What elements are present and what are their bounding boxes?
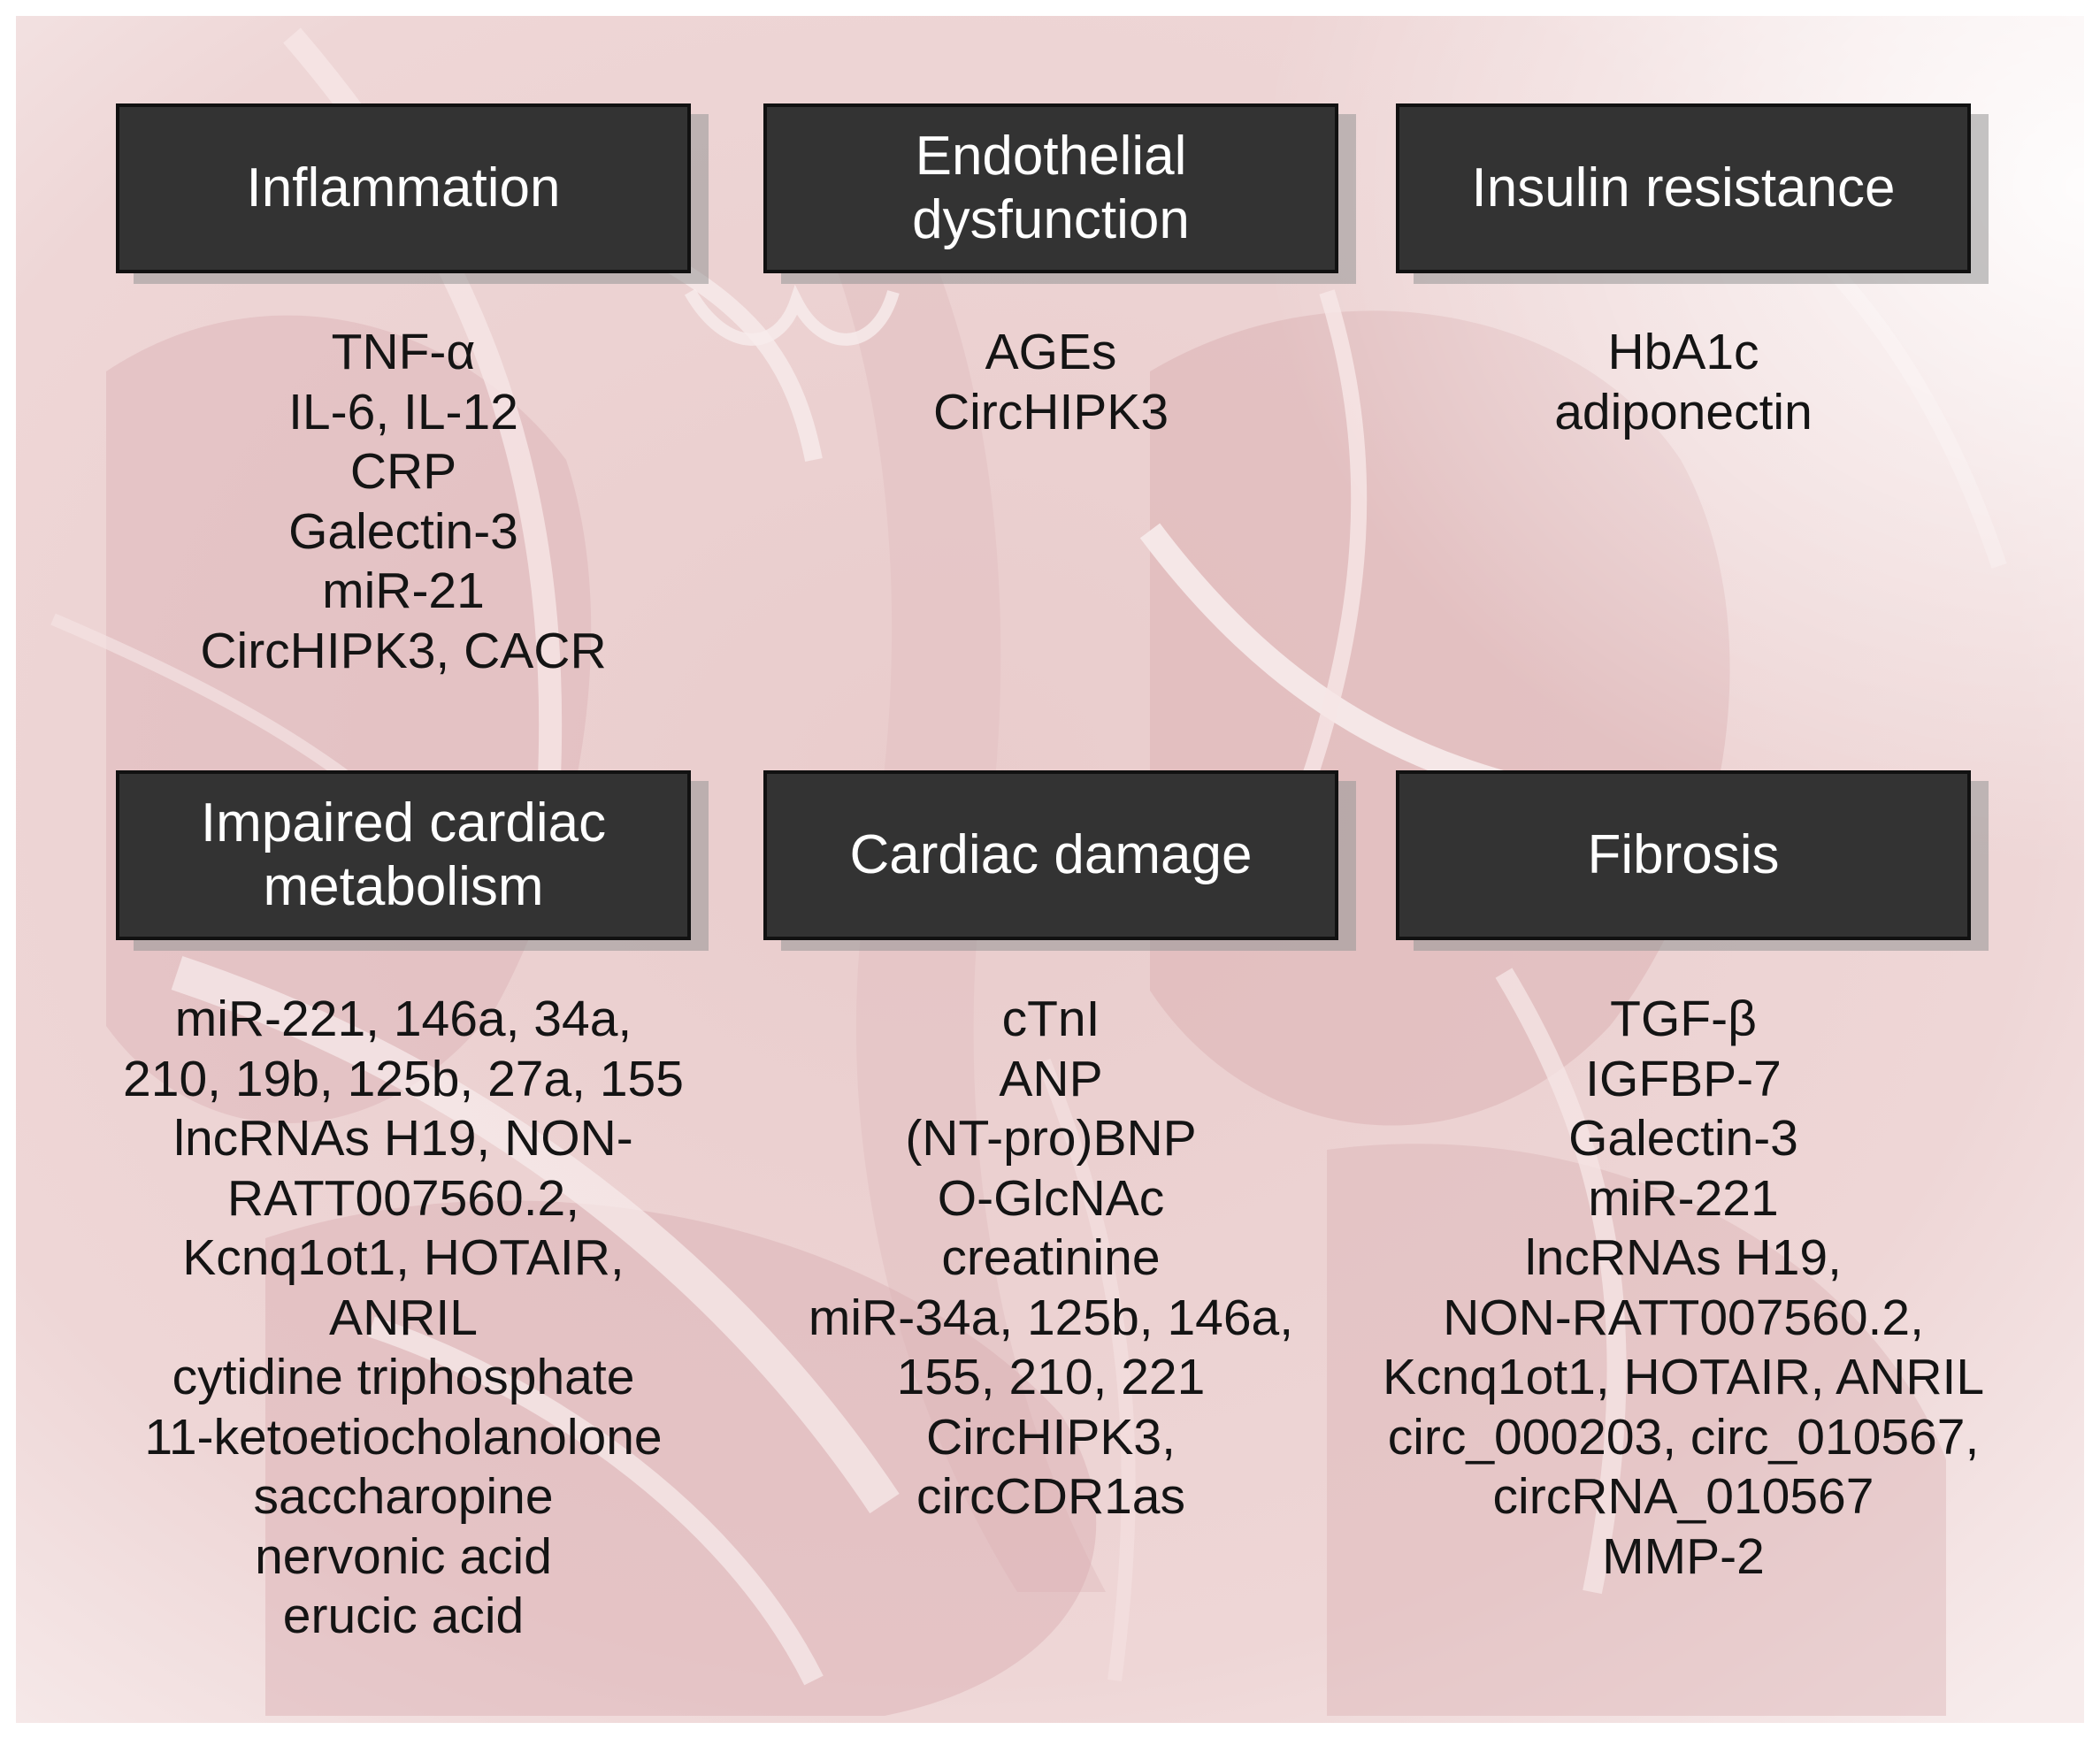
marker-item: Galectin-3 [288, 502, 518, 560]
category-box-insulin-resistance: Insulin resistance [1396, 103, 1971, 273]
marker-list-endothelial-dysfunction: AGEs CircHIPK3 [763, 323, 1338, 442]
marker-item: TGF-β [1610, 991, 1757, 1047]
marker-list-fibrosis: TGF-β IGFBP-7 Galectin-3 miR-221 lncRNAs… [1383, 990, 1984, 1587]
marker-list-inflammation: TNF-α IL-6, IL-12 CRP Galectin-3 miR-21 … [116, 323, 691, 681]
category-title-endothelial-dysfunction: Endothelial dysfunction [912, 126, 1190, 250]
marker-item: ANRIL [329, 1289, 478, 1346]
marker-item: Kcnq1ot1, HOTAIR, ANRIL [1382, 1349, 1985, 1405]
marker-item: Kcnq1ot1, HOTAIR, [182, 1229, 625, 1286]
marker-item: IGFBP-7 [1585, 1050, 1782, 1107]
category-title-insulin-resistance: Insulin resistance [1471, 157, 1896, 218]
marker-item: HbA1c [1607, 324, 1759, 380]
panel-insulin-resistance: Insulin resistance HbA1c adiponectin [1396, 103, 1971, 442]
marker-item: 210, 19b, 125b, 27a, 155 [123, 1050, 684, 1107]
marker-item: O-GlcNAc [937, 1169, 1165, 1227]
marker-list-impaired-cardiac-metabolism: miR-221, 146a, 34a, 210, 19b, 125b, 27a,… [116, 990, 691, 1647]
category-box-cardiac-damage: Cardiac damage [763, 770, 1338, 940]
marker-item: circ_000203, circ_010567, [1387, 1408, 1980, 1466]
marker-item: lncRNAs H19, [1525, 1229, 1842, 1286]
category-title-fibrosis: Fibrosis [1587, 824, 1780, 885]
panel-endothelial-dysfunction: Endothelial dysfunction AGEs CircHIPK3 [763, 103, 1338, 442]
category-box-fibrosis: Fibrosis [1396, 770, 1971, 940]
marker-item: cytidine triphosphate [172, 1349, 635, 1405]
panel-impaired-cardiac-metabolism: Impaired cardiac metabolism miR-221, 146… [116, 770, 691, 1647]
marker-item: nervonic acid [255, 1527, 552, 1585]
marker-item: 155, 210, 221 [896, 1349, 1206, 1405]
marker-item: ANP [999, 1050, 1103, 1107]
category-box-impaired-cardiac-metabolism: Impaired cardiac metabolism [116, 770, 691, 940]
marker-item: creatinine [941, 1229, 1161, 1286]
marker-item: CircHIPK3 [932, 383, 1169, 440]
marker-item: saccharopine [253, 1468, 554, 1525]
marker-item: 11-ketoetiocholanolone [144, 1408, 663, 1466]
marker-item: AGEs [985, 324, 1117, 380]
marker-item: RATT007560.2, [226, 1169, 580, 1227]
marker-item: CircHIPK3, [926, 1408, 1176, 1466]
marker-item: miR-221 [1588, 1169, 1779, 1227]
marker-item: circRNA_010567 [1492, 1468, 1874, 1525]
marker-list-insulin-resistance: HbA1c adiponectin [1396, 323, 1971, 442]
category-box-inflammation: Inflammation [116, 103, 691, 273]
marker-item: Galectin-3 [1568, 1110, 1798, 1167]
marker-item: IL-6, IL-12 [288, 383, 518, 440]
category-title-impaired-cardiac-metabolism: Impaired cardiac metabolism [200, 792, 607, 917]
marker-item: miR-34a, 125b, 146a, [808, 1289, 1294, 1346]
marker-item: miR-221, 146a, 34a, [174, 991, 632, 1047]
marker-list-cardiac-damage: cTnI ANP (NT-pro)BNP O-GlcNAc creatinine… [763, 990, 1338, 1527]
marker-item: CRP [349, 443, 457, 500]
panel-cardiac-damage: Cardiac damage cTnI ANP (NT-pro)BNP O-Gl… [763, 770, 1338, 1527]
category-box-endothelial-dysfunction: Endothelial dysfunction [763, 103, 1338, 273]
marker-item: cTnI [1001, 991, 1100, 1047]
marker-item: circCDR1as [916, 1468, 1186, 1525]
category-title-inflammation: Inflammation [246, 157, 561, 218]
marker-item: adiponectin [1554, 383, 1813, 440]
marker-item: NON-RATT007560.2, [1443, 1289, 1924, 1346]
marker-item: MMP-2 [1602, 1527, 1765, 1585]
marker-item: CircHIPK3, CACR [200, 622, 607, 679]
marker-item: TNF-α [331, 324, 476, 380]
panel-fibrosis: Fibrosis TGF-β IGFBP-7 Galectin-3 miR-22… [1383, 770, 1984, 1587]
category-title-cardiac-damage: Cardiac damage [849, 824, 1253, 885]
panel-inflammation: Inflammation TNF-α IL-6, IL-12 CRP Galec… [116, 103, 691, 681]
marker-item: erucic acid [282, 1588, 525, 1644]
marker-item: (NT-pro)BNP [905, 1110, 1197, 1167]
marker-item: miR-21 [322, 563, 485, 619]
marker-item: lncRNAs H19, NON- [173, 1110, 633, 1167]
